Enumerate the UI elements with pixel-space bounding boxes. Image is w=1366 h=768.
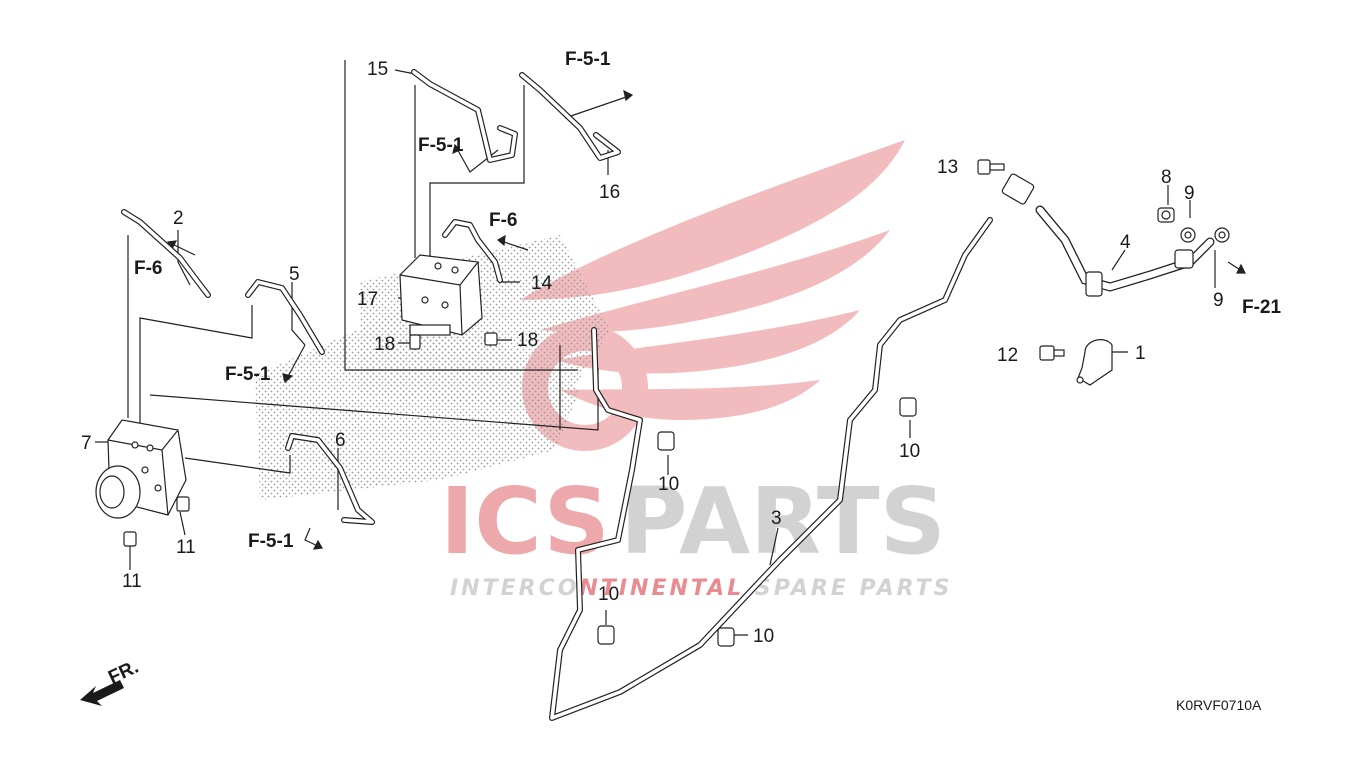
- callout-4: 4: [1120, 232, 1131, 253]
- bolt-13: [977, 159, 1005, 175]
- ref-f-5-1-bottom: F-5-1: [248, 531, 294, 552]
- callout-9-lower: 9: [1213, 290, 1224, 311]
- callout-2: 2: [173, 208, 184, 229]
- callout-10-c: 10: [598, 584, 619, 605]
- callout-11-a: 11: [176, 537, 196, 558]
- callout-11-b: 11: [122, 571, 142, 592]
- bolt-18-b: [484, 332, 498, 346]
- bolt-11-b: [123, 531, 137, 547]
- ref-f-5-1-top: F-5-1: [565, 49, 611, 70]
- callout-10-b: 10: [899, 441, 920, 462]
- callout-17: 17: [357, 289, 378, 310]
- callout-1: 1: [1135, 343, 1146, 364]
- callout-13: 13: [937, 157, 958, 178]
- callout-7: 7: [81, 433, 92, 454]
- callout-8: 8: [1161, 167, 1172, 188]
- watermark-tagline: INTERCONTINENTAL SPARE PARTS: [450, 576, 952, 601]
- leader-lines: [95, 60, 1216, 636]
- ref-f-5-1-mid: F-5-1: [418, 135, 464, 156]
- washer-9-upper: [1180, 227, 1196, 243]
- bolt-8: [1157, 207, 1175, 223]
- callout-16: 16: [599, 182, 620, 203]
- reference-arrows: [167, 89, 1246, 550]
- front-marker: FR.: [105, 657, 142, 689]
- callout-10-a: 10: [658, 474, 679, 495]
- clamp-1: [1076, 339, 1113, 386]
- clip-10-a: [657, 431, 675, 451]
- bolt-11-a: [176, 496, 190, 512]
- callout-6: 6: [335, 430, 346, 451]
- callout-5: 5: [289, 264, 300, 285]
- callout-18-b: 18: [517, 330, 538, 351]
- watermark-name-red: ICS: [440, 468, 610, 575]
- callout-9-upper: 9: [1184, 183, 1195, 204]
- callout-14: 14: [531, 273, 553, 294]
- ref-f-21: F-21: [1242, 297, 1282, 318]
- small-parts: [123, 159, 1230, 647]
- reference-labels: F-5-1 F-5-1 F-6 F-6 F-5-1 F-5-1 F-21: [134, 49, 1282, 552]
- abs-unit-7: [95, 419, 187, 519]
- dotted-shadow: [255, 235, 610, 500]
- ref-f-6-top: F-6: [489, 210, 518, 231]
- clip-10-c: [597, 625, 615, 645]
- abs-modulator-17: [399, 254, 483, 336]
- clip-10-d: [717, 627, 735, 647]
- clip-10-b: [899, 397, 917, 417]
- brake-hose: [1001, 173, 1215, 297]
- callout-12: 12: [997, 345, 1018, 366]
- callout-numbers: 1 2 3 4 5 6 7 8 9 9 10 10 10 10 11 11 12…: [81, 59, 1224, 647]
- brake-pipes: [121, 69, 993, 721]
- front-direction-arrow: FR.: [80, 657, 142, 706]
- ref-f-5-1-left: F-5-1: [225, 364, 271, 385]
- callout-18-a: 18: [374, 334, 395, 355]
- bolt-12: [1039, 345, 1065, 361]
- bolt-18-a: [409, 334, 421, 350]
- ref-f-6-left: F-6: [134, 258, 163, 279]
- callout-10-d: 10: [753, 626, 774, 647]
- callout-15: 15: [367, 59, 388, 80]
- callout-3: 3: [771, 508, 782, 529]
- diagram-code: K0RVF0710A: [1176, 697, 1262, 713]
- washer-9-lower: [1214, 227, 1230, 243]
